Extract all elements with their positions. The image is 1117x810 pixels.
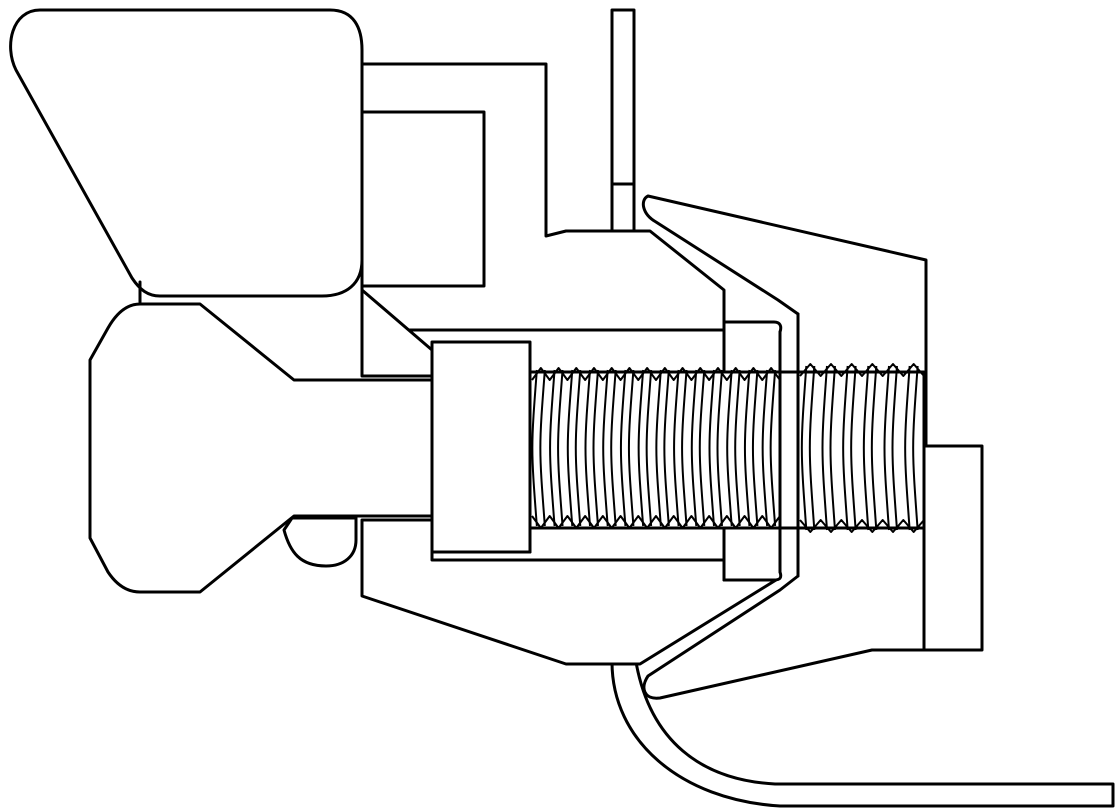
thread-left-flank xyxy=(627,369,635,527)
thread-right-flank xyxy=(912,365,919,531)
thread-right-flank xyxy=(891,365,898,531)
thread-right-flank xyxy=(904,365,911,531)
thread-right-bottom-crest xyxy=(799,519,925,533)
thread-left-flank xyxy=(681,369,688,527)
thread-left-flank xyxy=(761,369,769,527)
jaw-outer xyxy=(641,194,928,700)
bracket-inner-step xyxy=(360,110,486,288)
thread-left-flank xyxy=(619,369,627,527)
thread-left-flank xyxy=(574,369,582,527)
thread-left-top-crest xyxy=(531,367,781,381)
thread-left-flank xyxy=(769,369,777,527)
thread-left-flank xyxy=(655,369,662,527)
thread-left-flank xyxy=(743,369,751,527)
vertical-tab xyxy=(610,8,636,232)
jaw-plate-edge xyxy=(778,312,800,578)
end-stub-block xyxy=(922,444,984,652)
thread-right-flank xyxy=(883,365,890,531)
wing-nut-body xyxy=(88,302,434,594)
screw-threads xyxy=(531,363,925,533)
thread-left-flank xyxy=(663,369,670,527)
bent-rod xyxy=(610,660,1115,808)
thread-right-flank xyxy=(870,365,878,531)
thread-left-flank xyxy=(751,369,759,527)
thread-left-flank xyxy=(610,369,617,527)
thread-left-flank xyxy=(716,369,723,527)
thread-right-flank xyxy=(800,365,808,531)
thread-left-flank xyxy=(637,369,645,527)
thread-left-flank xyxy=(566,369,574,527)
thread-left-flank xyxy=(584,369,591,527)
thread-left-flank xyxy=(557,369,564,527)
thread-left-flank xyxy=(708,369,715,527)
thread-right-flank xyxy=(821,365,828,531)
thread-left-flank xyxy=(645,369,653,527)
thread-right-flank xyxy=(850,365,857,531)
thread-right-flank xyxy=(808,365,816,531)
wing-nut-upper-wing xyxy=(9,8,364,298)
thread-right-flank xyxy=(862,365,870,531)
thread-left-flank xyxy=(690,369,698,527)
thread-left-flank xyxy=(549,369,556,527)
thread-left-flank xyxy=(539,369,546,527)
thread-left-flank xyxy=(602,369,609,527)
thread-left-bottom-crest xyxy=(531,515,781,529)
thread-left-flank xyxy=(531,369,538,527)
thread-right-flank xyxy=(829,365,836,531)
thread-left-flank xyxy=(592,369,599,527)
thread-left-flank xyxy=(673,369,680,527)
thread-left-flank xyxy=(726,369,733,527)
thread-left-flank xyxy=(734,369,741,527)
thread-right-flank xyxy=(842,365,849,531)
wing-nut-lower-lobe xyxy=(282,516,358,568)
thread-left-flank xyxy=(698,369,706,527)
thread-right-top-crest xyxy=(799,363,925,377)
hex-nut xyxy=(430,340,532,554)
